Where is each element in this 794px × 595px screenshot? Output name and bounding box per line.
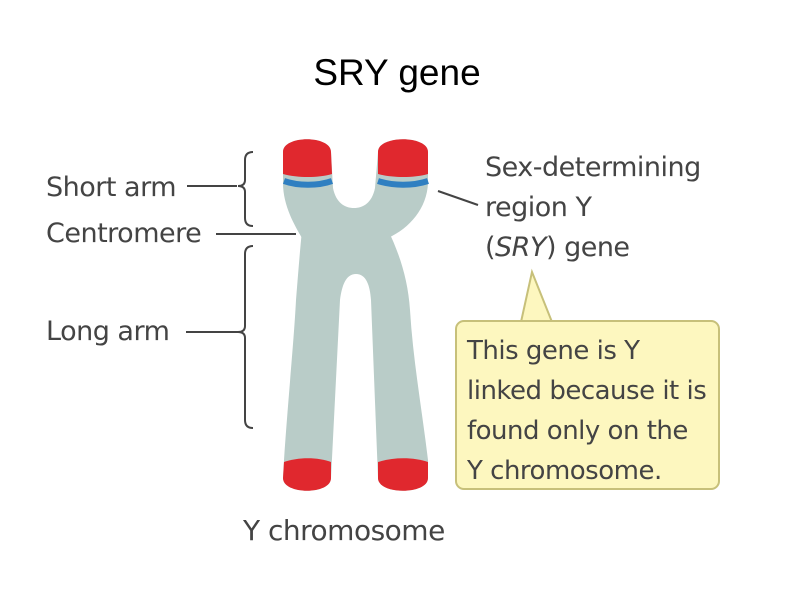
telomere-bottom-left [283, 458, 331, 491]
centromere-label: Centromere [46, 218, 202, 249]
long-arm-brace [237, 245, 254, 429]
sry-band-right [377, 178, 429, 188]
short-arm-label: Short arm [46, 172, 177, 203]
sry-label-line1: Sex-determining [485, 152, 701, 183]
sry-leader [437, 190, 479, 206]
chromosome-lower-arms [283, 230, 428, 491]
sry-band-left [282, 178, 334, 188]
telomere-top-left [283, 139, 332, 177]
y-linked-callout: This gene is Y linked because it is foun… [455, 320, 720, 490]
sry-label-line2: region Y [485, 192, 592, 223]
short-arm-brace [237, 151, 254, 227]
callout-line4: Y chromosome. [467, 456, 662, 486]
slide-title: SRY gene [313, 52, 481, 93]
callout-pointer [520, 268, 553, 323]
callout-line2: linked because it is [467, 376, 707, 406]
telomere-bottom-right [378, 458, 428, 491]
long-arm-label: Long arm [46, 316, 170, 347]
diagram-caption: Y chromosome [243, 514, 445, 547]
callout-line1: This gene is Y [467, 336, 640, 366]
y-chromosome [282, 139, 429, 491]
telomere-top-right [378, 139, 428, 177]
sry-region-label: Sex-determining region Y (SRY) gene [485, 148, 701, 268]
sry-label-line3: (SRY) gene [485, 232, 630, 263]
callout-line3: found only on the [467, 416, 688, 446]
sry-abbrev: SRY [495, 232, 546, 263]
